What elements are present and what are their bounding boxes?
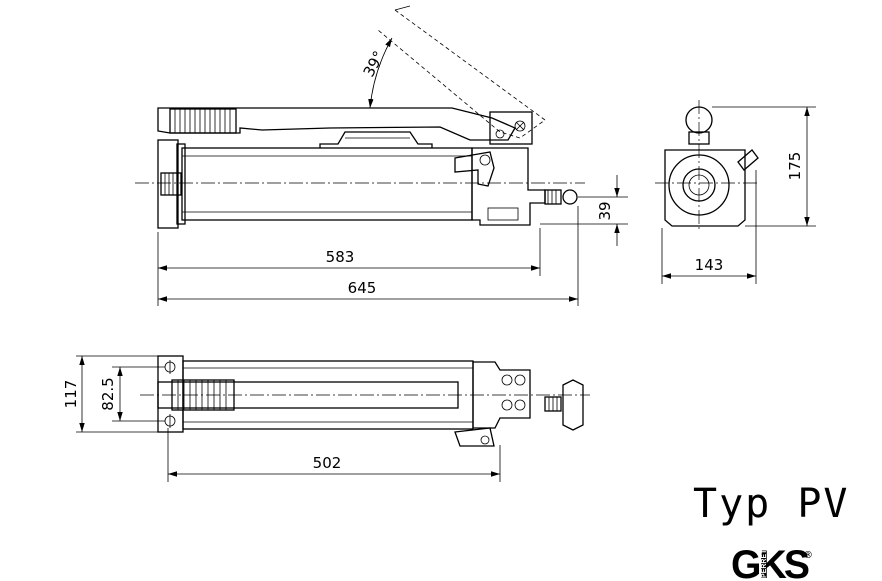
drawing-title: Typ PV — [693, 481, 850, 527]
dim-175: 175 — [786, 152, 804, 181]
dim-583: 583 — [326, 248, 355, 266]
gks-logo: GKS PERRET ® — [731, 543, 813, 581]
dim-39: 39 — [596, 201, 614, 220]
dim-143: 143 — [695, 256, 724, 274]
end-view — [655, 100, 816, 284]
logo-text: GKS — [731, 543, 809, 581]
top-view — [76, 355, 590, 482]
angle-label: 39° — [360, 48, 388, 80]
dim-645: 645 — [348, 279, 377, 297]
dim-117: 117 — [62, 380, 80, 409]
logo-registered-mark: ® — [803, 550, 813, 561]
dim-502: 502 — [313, 454, 342, 472]
side-view — [135, 5, 628, 306]
dim-82-5: 82.5 — [99, 377, 117, 410]
logo-small-text: PERRET — [761, 549, 768, 578]
